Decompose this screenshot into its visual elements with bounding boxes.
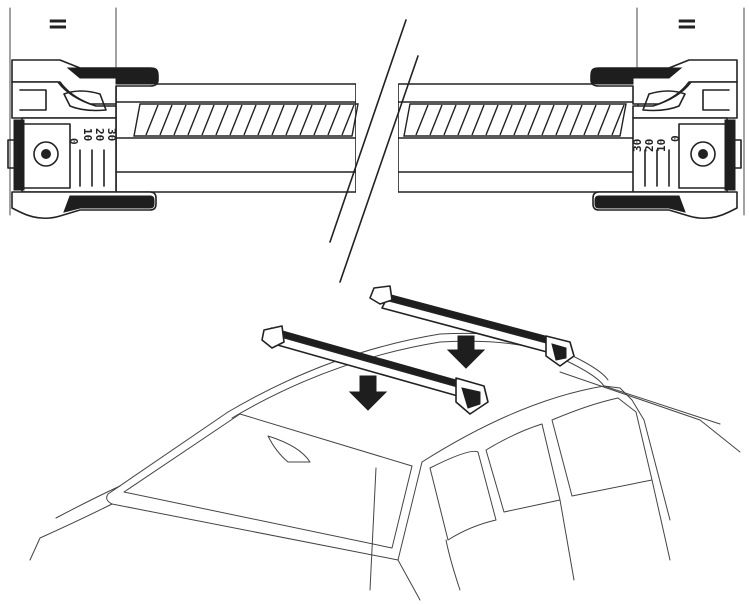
hatch-stripe (201, 104, 215, 136)
front-roof-bar (261, 325, 489, 415)
hatch-stripe (173, 104, 187, 136)
hatch-stripe (215, 104, 229, 136)
hatch-stripe (569, 104, 583, 136)
hatch-stripe (229, 104, 243, 136)
hatch-stripe (611, 104, 625, 136)
scale-left-20: 20 (93, 128, 106, 141)
hatch-stripe (513, 104, 527, 136)
hatch-stripe (341, 104, 355, 136)
scale-right-0: 0 (669, 135, 682, 142)
right-foot (590, 59, 742, 220)
split-line-2 (339, 55, 419, 283)
equal-mark-left: = (47, 9, 69, 39)
hatch-stripe (415, 104, 429, 136)
scale-left-0: 0 (67, 138, 80, 145)
bar-strip-hatching (133, 103, 627, 137)
down-arrow-icon (348, 375, 388, 411)
equal-mark-right: = (676, 9, 698, 39)
hatch-stripe (257, 104, 271, 136)
scale-left-30: 30 (105, 128, 118, 141)
split-line-1 (329, 19, 407, 243)
rear-roof-bar (369, 285, 575, 367)
bar-body (115, 78, 639, 198)
hatch-stripe (285, 104, 299, 136)
hatch-stripe (243, 104, 257, 136)
left-foot: 30 20 10 0 (7, 59, 159, 220)
scale-right-10: 10 (655, 139, 668, 152)
hatch-stripe (187, 104, 201, 136)
hatch-stripe (485, 104, 499, 136)
hatch-stripe (583, 104, 597, 136)
scale-right-20: 20 (643, 139, 656, 152)
car-illustration (29, 332, 741, 601)
hatch-stripe (471, 104, 485, 136)
hatch-stripe (145, 104, 159, 136)
hatch-stripe (597, 104, 611, 136)
down-arrow-icon (446, 335, 486, 369)
hatch-stripe (299, 104, 313, 136)
hatch-stripe (527, 104, 541, 136)
scale-left-10: 10 (81, 128, 94, 141)
bar-end-detail: = = (7, 7, 745, 283)
hatch-stripe (313, 104, 327, 136)
hatch-stripe (429, 104, 443, 136)
hatch-stripe (457, 104, 471, 136)
hatch-stripe (443, 104, 457, 136)
hatch-stripe (327, 104, 341, 136)
hatch-stripe (555, 104, 569, 136)
hatch-stripe (499, 104, 513, 136)
hatch-stripe (541, 104, 555, 136)
hatch-stripe (159, 104, 173, 136)
scale-right-30: 30 (631, 139, 644, 152)
hatch-stripe (271, 104, 285, 136)
